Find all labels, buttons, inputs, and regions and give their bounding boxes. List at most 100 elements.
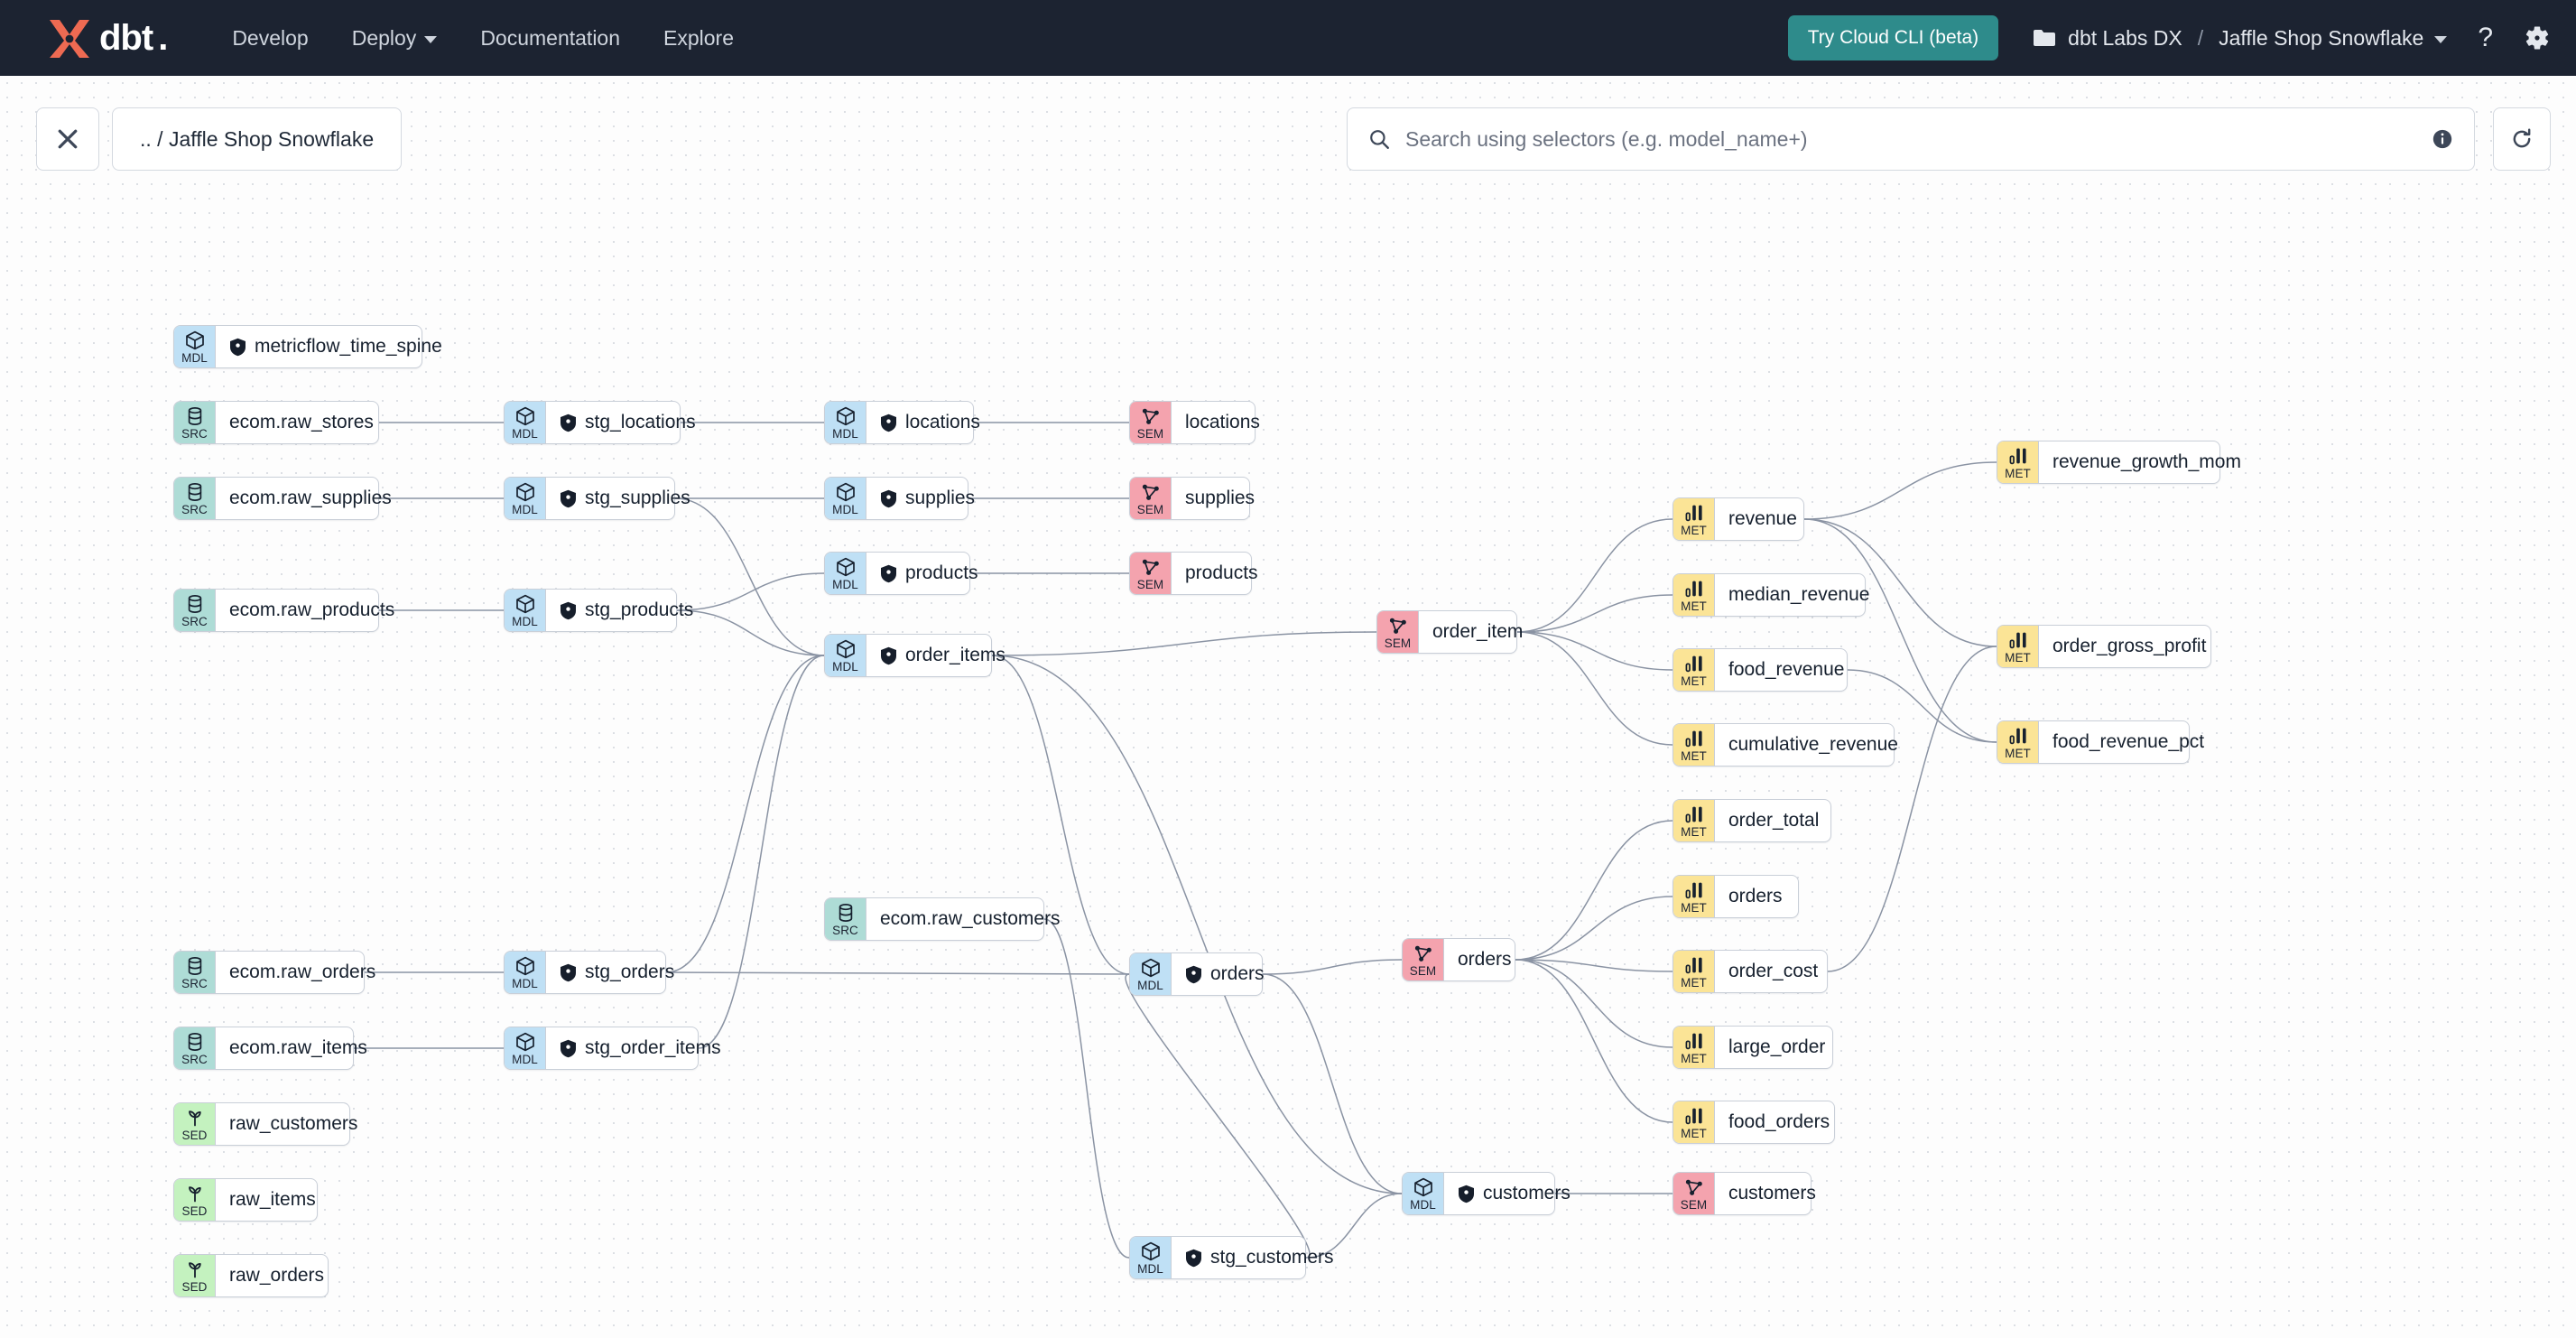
node-label: products [905, 562, 978, 583]
node-type-badge-met: MET [1997, 721, 2039, 763]
node-type-badge-src: SRC [174, 1027, 216, 1069]
gear-icon[interactable] [2524, 24, 2551, 51]
graph-icon [1142, 408, 1159, 424]
search-input-wrapper[interactable]: Search using selectors (e.g. model_name+… [1347, 107, 2475, 171]
node-type-badge-met: MET [1673, 1101, 1715, 1143]
close-button[interactable] [36, 107, 99, 171]
lineage-edge [1516, 518, 1673, 633]
node-type-label: SED [181, 1280, 208, 1294]
node-type-badge-met: MET [1997, 626, 2039, 667]
node-type-badge-mdl: MDL [1130, 1237, 1172, 1278]
node-type-badge-src: SRC [174, 402, 216, 443]
node-label-wrap: orders [1172, 953, 1281, 995]
bar-chart-icon [2009, 448, 2026, 465]
chevron-down-icon [2434, 35, 2448, 43]
nav-link-explore[interactable]: Explore [642, 17, 755, 60]
bar-chart-icon [2009, 728, 2026, 745]
lineage-edge [1803, 518, 1997, 647]
node-type-label: SRC [181, 977, 208, 990]
node-label: stg_products [585, 599, 694, 620]
dbt-logo[interactable]: dbt . [45, 16, 168, 60]
nav-link-deploy[interactable]: Deploy [330, 17, 459, 60]
account-project-breadcrumb: dbt Labs DX / Jaffle Shop Snowflake [2033, 25, 2448, 51]
try-cloud-cli-button[interactable]: Try Cloud CLI (beta) [1787, 15, 1999, 60]
nav-link-develop[interactable]: Develop [210, 17, 329, 60]
search-input[interactable]: Search using selectors (e.g. model_name+… [1405, 126, 1808, 151]
database-icon [188, 483, 201, 501]
node-type-badge-met: MET [1673, 800, 1715, 841]
account-name[interactable]: dbt Labs DX [2068, 25, 2182, 50]
node-type-label: MET [1681, 1127, 1707, 1140]
lineage-edge [676, 572, 825, 611]
shield-icon [1186, 965, 1201, 983]
node-label-wrap: order_gross_profit [2039, 626, 2222, 667]
node-type-badge-sed: SED [174, 1255, 216, 1296]
database-icon [188, 1033, 201, 1051]
node-label-wrap: raw_customers [216, 1103, 374, 1145]
shield-icon [1186, 1249, 1201, 1267]
refresh-button[interactable] [2493, 107, 2551, 171]
info-icon[interactable] [2431, 127, 2454, 151]
node-type-badge-sem: SEM [1403, 939, 1444, 980]
close-icon [58, 129, 78, 149]
breadcrumb[interactable]: .. / Jaffle Shop Snowflake [112, 107, 403, 171]
nav-link-documentation[interactable]: Documentation [459, 17, 642, 60]
graph-node-ecom.raw_orders[interactable]: SRC ecom.raw_orders [173, 951, 375, 994]
node-type-badge-met: MET [1673, 574, 1715, 616]
main-nav-links: Develop Deploy Documentation Explore [210, 17, 755, 60]
refresh-icon [2513, 128, 2531, 148]
node-label: large_order [1728, 1036, 1826, 1057]
node-type-label: SRC [181, 615, 208, 628]
graph-icon [1142, 559, 1159, 575]
shield-icon [561, 489, 576, 507]
node-label: ecom.raw_orders [229, 962, 376, 982]
node-label-wrap: ecom.raw_supplies [216, 478, 408, 519]
project-selector[interactable]: Jaffle Shop Snowflake [2219, 26, 2448, 51]
graph-icon [1414, 945, 1432, 962]
bar-chart-icon [1685, 957, 1702, 974]
node-label: order_cost [1728, 961, 1819, 981]
help-icon[interactable]: ? [2478, 23, 2493, 53]
node-type-badge-sem: SEM [1673, 1173, 1715, 1214]
